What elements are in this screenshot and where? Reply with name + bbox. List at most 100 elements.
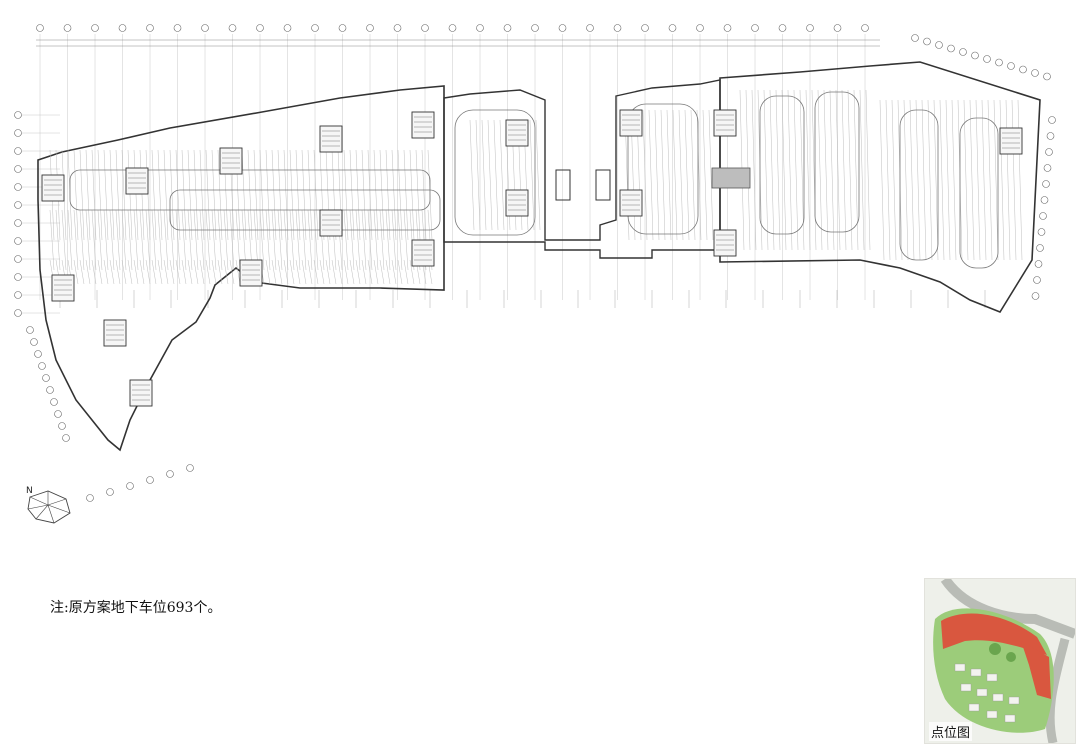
parking-stall-line (811, 89, 817, 251)
parking-stall-line (1005, 99, 1011, 261)
axis-bubble (34, 350, 42, 358)
parking-stall-line (391, 209, 397, 271)
parking-stall-line (999, 99, 1005, 261)
parking-stall-line (151, 149, 157, 241)
parking-stall-line (145, 259, 151, 285)
parking-stall-line (211, 149, 217, 241)
axis-bubble (14, 165, 22, 173)
axis-grid-bubbles (14, 24, 1056, 502)
parking-stall-line (397, 259, 403, 285)
stair-core (51, 274, 75, 302)
parking-stall-line (103, 149, 109, 241)
axis-bubble (91, 24, 99, 32)
parking-stall-line (145, 209, 151, 271)
parking-stall-line (163, 149, 169, 241)
parking-stall-line (859, 89, 865, 251)
parking-stall-line (67, 209, 73, 271)
parking-stall-line (235, 259, 241, 285)
parking-stall-line (373, 209, 379, 271)
axis-bubble (14, 183, 22, 191)
parking-stall-line (829, 89, 835, 251)
parking-stall-line (702, 109, 708, 241)
parking-stall-line (205, 209, 211, 271)
parking-stall-line (307, 209, 313, 271)
parking-stall-line (421, 149, 427, 241)
axis-bubble (1040, 196, 1049, 204)
axis-bubble (38, 362, 46, 370)
parking-stall-line (97, 209, 103, 271)
parking-stall-line (933, 99, 939, 261)
parking-stall-line (241, 149, 247, 241)
parking-stall-line (793, 89, 799, 251)
parking-stall-line (127, 259, 133, 285)
axis-bubble (806, 24, 814, 32)
axis-bubble (531, 24, 539, 32)
parking-stall-line (211, 209, 217, 271)
axis-bubble (256, 24, 264, 32)
axis-bubble (126, 482, 134, 490)
parking-stall-line (157, 259, 163, 285)
parking-stall-line (361, 209, 367, 271)
parking-stall-line (654, 109, 660, 241)
parking-stall-line (49, 209, 55, 271)
parking-stall-line (151, 259, 157, 285)
stair-core (619, 189, 643, 217)
drive-aisle-loop (959, 117, 999, 269)
parking-stall-line (133, 209, 139, 271)
parking-stall-line (139, 209, 145, 271)
parking-stall-line (355, 209, 361, 271)
parking-stall-line (91, 259, 97, 285)
parking-stall-line (169, 259, 175, 285)
parking-stall-line (397, 149, 403, 241)
axis-bubble (1033, 276, 1041, 284)
parking-stall-line (481, 119, 487, 231)
central-section-outline (443, 79, 721, 259)
axis-bubble (14, 129, 22, 137)
parking-stall-line (865, 89, 871, 251)
parking-stall-line (151, 209, 157, 271)
parking-stall-line (199, 149, 205, 241)
parking-stall-line (145, 149, 151, 241)
parking-stall-line (97, 259, 103, 285)
parking-stall-line (805, 89, 811, 251)
parking-stall-line (253, 149, 259, 241)
axis-bubble (861, 24, 869, 32)
parking-stall-line (475, 119, 481, 231)
parking-stall-line (295, 259, 301, 285)
parking-stall-line (109, 149, 115, 241)
west-wing-outline (37, 85, 445, 452)
parking-stall-line (121, 149, 127, 241)
parking-stall-line (181, 149, 187, 241)
parking-stall-line (193, 149, 199, 241)
parking-stall-line (499, 119, 505, 231)
stair-core (713, 229, 737, 257)
axis-bubble (1046, 132, 1055, 140)
parking-stall-line (969, 99, 975, 261)
axis-bubble (947, 44, 955, 53)
parking-stall-line (85, 209, 91, 271)
parking-stall-line (103, 209, 109, 271)
parking-stall-line (103, 259, 109, 285)
east-wing-outline (719, 61, 1041, 313)
parking-stall-line (61, 209, 67, 271)
axis-bubble (668, 24, 677, 32)
parking-stall-line (642, 109, 648, 241)
north-label: N (26, 486, 33, 496)
parking-stall-line (271, 259, 277, 285)
stair-core (319, 125, 343, 153)
parking-stall-line (121, 209, 127, 271)
parking-stall-line (193, 259, 199, 285)
parking-stall-line (121, 259, 127, 285)
parking-stall-line (891, 99, 897, 261)
axis-bubble (62, 434, 70, 442)
parking-stall-line (787, 89, 793, 251)
axis-bubble (833, 24, 842, 32)
parking-stall-line (211, 259, 217, 285)
parking-stall-line (349, 209, 355, 271)
parking-stall-line (343, 259, 349, 285)
axis-bubble (146, 476, 154, 484)
parking-stall-line (187, 259, 193, 285)
parking-stall-line (993, 99, 999, 261)
axis-bubble (26, 326, 34, 334)
axis-bubble (935, 41, 943, 49)
